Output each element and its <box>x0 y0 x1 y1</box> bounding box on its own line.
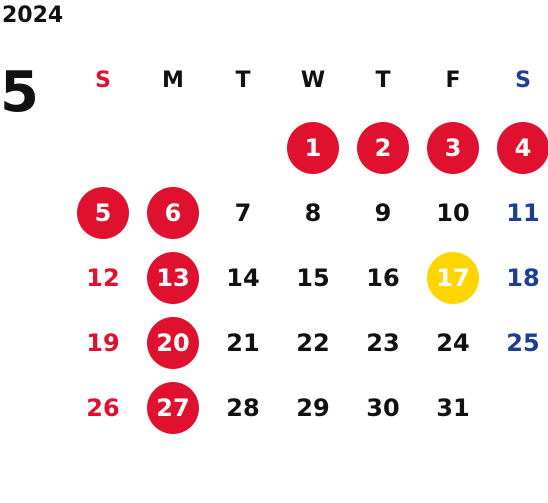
day-number: 18 <box>506 264 540 292</box>
day-holiday: 27 <box>147 382 199 434</box>
year-label: 2024 <box>2 3 64 28</box>
day-cell[interactable]: 26 <box>68 378 138 438</box>
day-number: 25 <box>506 329 540 357</box>
day-number: 8 <box>304 199 322 227</box>
day-cell[interactable]: 8 <box>278 183 348 243</box>
day-number: 19 <box>86 329 120 357</box>
day-cell[interactable]: 18 <box>488 248 548 308</box>
day-cell[interactable]: 22 <box>278 313 348 373</box>
weekday-tuesday: T <box>235 68 251 93</box>
weekday-saturday: S <box>515 68 531 93</box>
day-today: 17 <box>427 252 479 304</box>
day-cell[interactable]: 5 <box>68 183 138 243</box>
day-cell[interactable]: 12 <box>68 248 138 308</box>
day-cell[interactable]: 4 <box>488 118 548 178</box>
day-number: 31 <box>436 394 470 422</box>
day-cell[interactable]: 16 <box>348 248 418 308</box>
day-number: 28 <box>226 394 260 422</box>
day-number: 24 <box>436 329 470 357</box>
day-number: 26 <box>86 394 120 422</box>
day-cell[interactable]: 2 <box>348 118 418 178</box>
weekday-sunday: S <box>95 68 111 93</box>
day-cell[interactable]: 23 <box>348 313 418 373</box>
day-cell[interactable]: 3 <box>418 118 488 178</box>
day-holiday: 6 <box>147 187 199 239</box>
day-number: 14 <box>226 264 260 292</box>
day-number: 10 <box>436 199 470 227</box>
day-cell[interactable]: 7 <box>208 183 278 243</box>
day-cell[interactable]: 17 <box>418 248 488 308</box>
day-cell[interactable]: 15 <box>278 248 348 308</box>
day-cell[interactable]: 28 <box>208 378 278 438</box>
day-holiday: 13 <box>147 252 199 304</box>
day-number: 22 <box>296 329 330 357</box>
day-cell[interactable]: 24 <box>418 313 488 373</box>
day-holiday: 4 <box>497 122 548 174</box>
day-cell[interactable]: 25 <box>488 313 548 373</box>
day-cell[interactable]: 21 <box>208 313 278 373</box>
day-number: 30 <box>366 394 400 422</box>
day-cell[interactable]: 19 <box>68 313 138 373</box>
day-cell[interactable]: 31 <box>418 378 488 438</box>
day-number: 12 <box>86 264 120 292</box>
day-cell[interactable]: 14 <box>208 248 278 308</box>
day-number: 29 <box>296 394 330 422</box>
day-cell[interactable]: 9 <box>348 183 418 243</box>
day-number: 11 <box>506 199 540 227</box>
month-label: 5 <box>0 60 39 125</box>
day-holiday: 1 <box>287 122 339 174</box>
day-cell[interactable]: 10 <box>418 183 488 243</box>
day-cell[interactable]: 11 <box>488 183 548 243</box>
day-holiday: 5 <box>77 187 129 239</box>
day-cell[interactable]: 1 <box>278 118 348 178</box>
day-cell[interactable]: 20 <box>138 313 208 373</box>
weekday-monday: M <box>162 68 184 93</box>
weekday-thursday: T <box>375 68 391 93</box>
day-cell[interactable]: 27 <box>138 378 208 438</box>
day-holiday: 3 <box>427 122 479 174</box>
day-number: 7 <box>234 199 252 227</box>
day-number: 9 <box>374 199 392 227</box>
day-cell[interactable]: 30 <box>348 378 418 438</box>
day-number: 21 <box>226 329 260 357</box>
weekday-friday: F <box>445 68 461 93</box>
day-cell[interactable]: 6 <box>138 183 208 243</box>
weekday-header: S M T W T F S <box>68 64 548 98</box>
day-number: 16 <box>366 264 400 292</box>
day-number: 23 <box>366 329 400 357</box>
day-holiday: 20 <box>147 317 199 369</box>
day-holiday: 2 <box>357 122 409 174</box>
weekday-wednesday: W <box>300 68 326 93</box>
day-cell[interactable]: 29 <box>278 378 348 438</box>
day-number: 15 <box>296 264 330 292</box>
day-cell[interactable]: 13 <box>138 248 208 308</box>
